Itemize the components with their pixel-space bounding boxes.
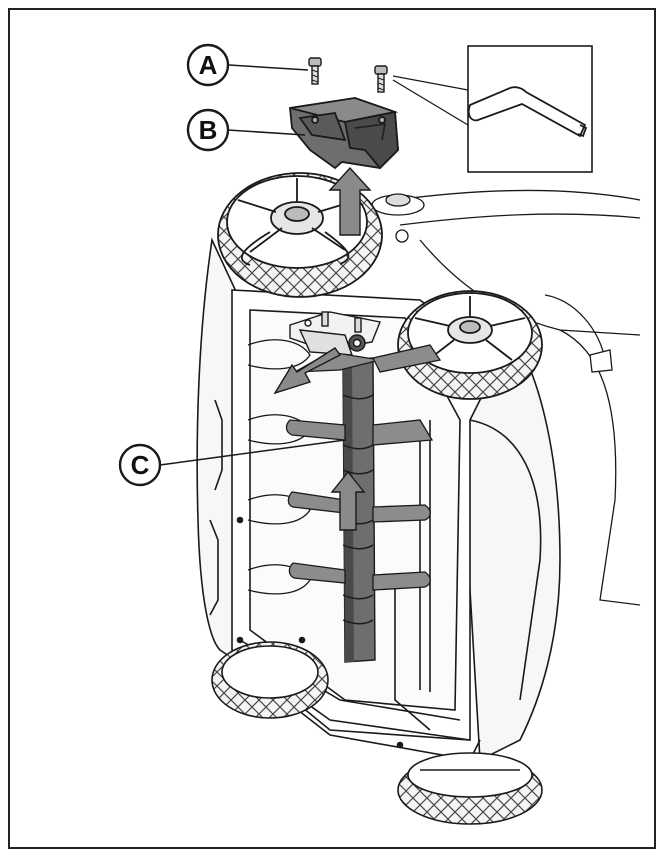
blade-cover — [289, 97, 399, 170]
arrow-up-icon — [328, 166, 372, 236]
rear-wheel-right — [397, 752, 543, 825]
tine — [372, 571, 431, 591]
front-wheel-right — [397, 290, 543, 400]
tine — [287, 491, 346, 514]
tine-roller — [342, 357, 376, 663]
callout-b-label: B — [199, 115, 218, 145]
callout-a-label: A — [199, 50, 218, 80]
tine — [372, 344, 442, 373]
callout-leaders — [159, 64, 346, 466]
tine — [285, 419, 346, 441]
arrow-left-icon — [273, 347, 342, 395]
tine — [372, 419, 434, 446]
tine — [372, 504, 431, 523]
direction-arrows — [273, 166, 372, 531]
screw-right — [374, 65, 388, 93]
callout-c: C — [118, 443, 162, 487]
roller-bearing-bracket — [289, 311, 381, 356]
allen-key-icon — [467, 86, 588, 138]
callout-b: B — [186, 108, 230, 152]
roller-tines — [285, 344, 442, 591]
screw-left — [308, 57, 322, 85]
tine — [288, 562, 346, 584]
callout-c-label: C — [131, 450, 150, 480]
callout-a: A — [186, 43, 230, 87]
arrow-up-icon — [330, 470, 366, 531]
tool-inset — [392, 45, 593, 173]
rear-wheel-left — [211, 641, 329, 719]
